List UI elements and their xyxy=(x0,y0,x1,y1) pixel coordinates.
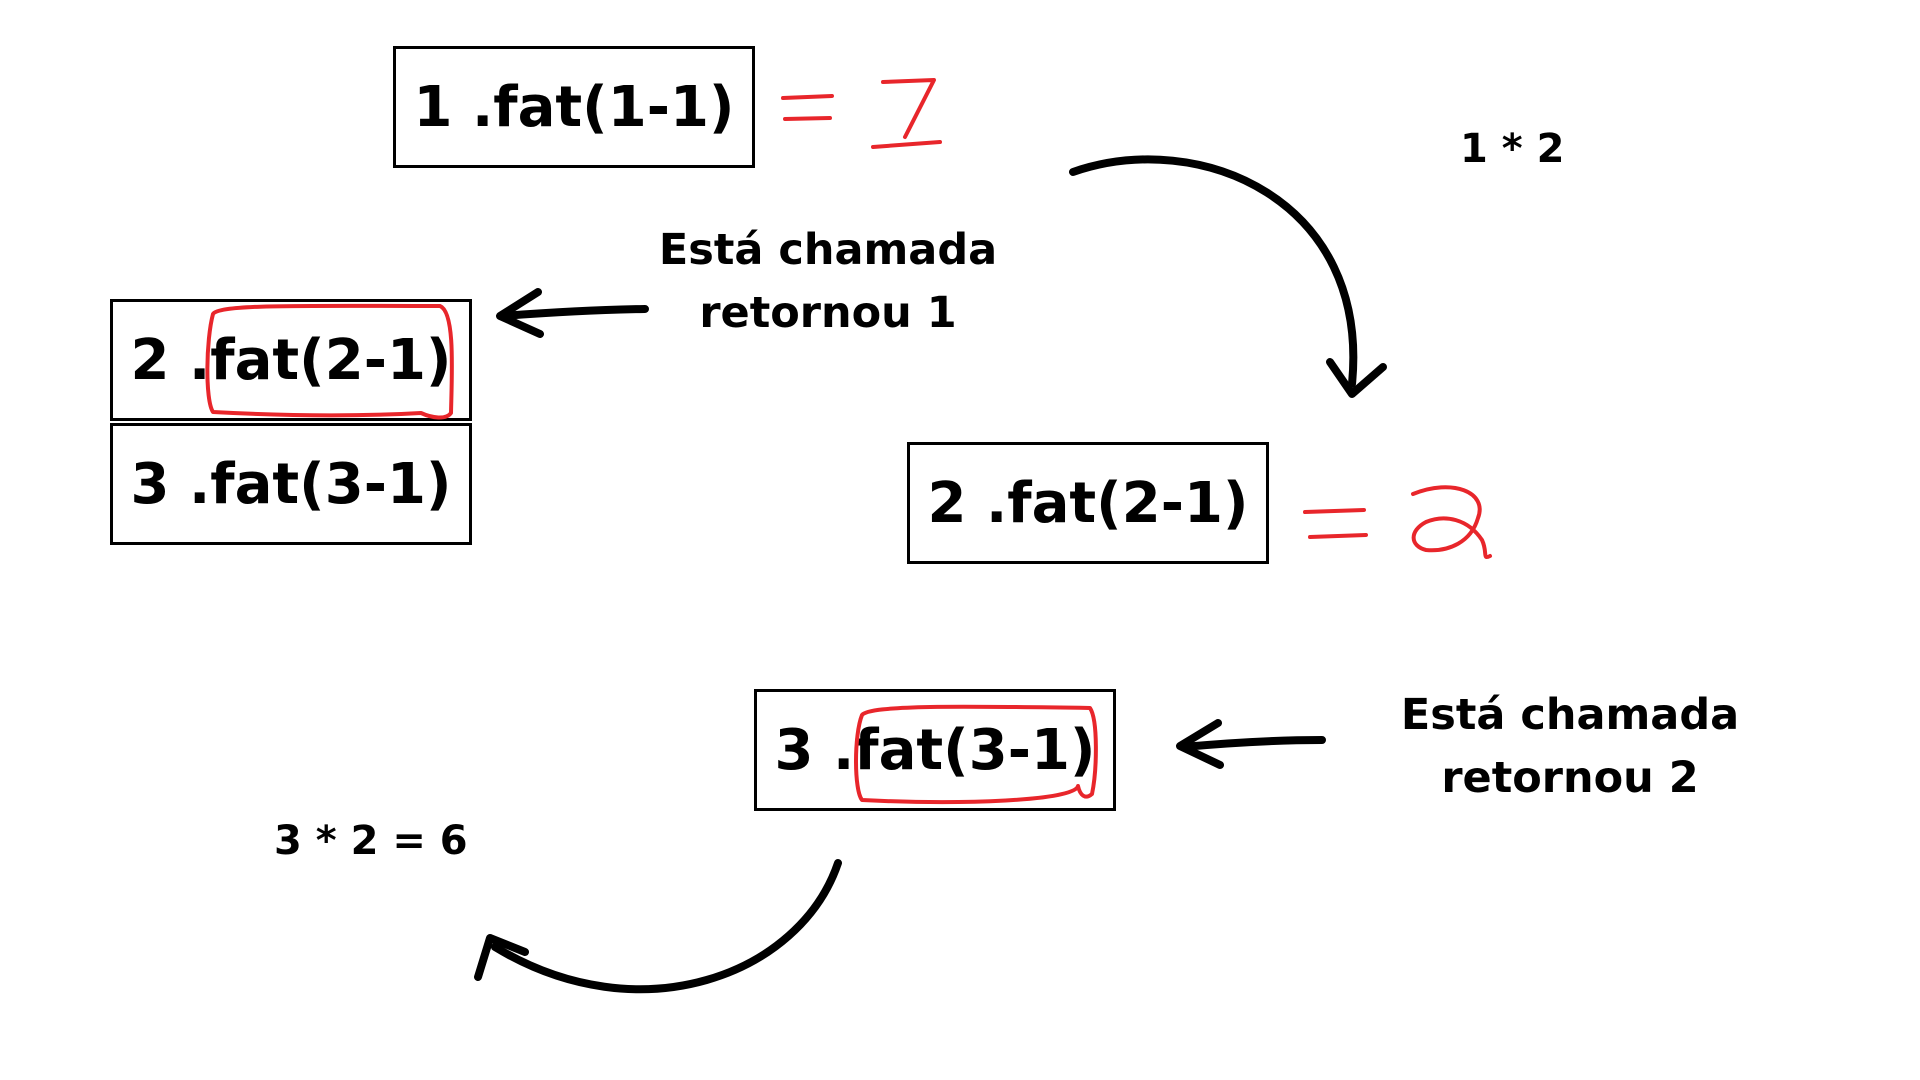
note-returned-1-line2: retornou 1 xyxy=(699,288,957,338)
stack-box-top-content: 2 . fat(2-1) xyxy=(130,328,451,393)
note-returned-2: Está chamada retornou 2 xyxy=(1390,684,1750,810)
arrow-bottom-to-result-head xyxy=(474,934,529,981)
arrow-top-to-middle xyxy=(1069,155,1358,388)
arrow-to-stack-head xyxy=(496,288,544,338)
note-returned-1: Está chamada retornou 1 xyxy=(648,219,1008,345)
stack-box-bottom-content: 3 . fat(3-1) xyxy=(130,452,451,517)
red-one-top xyxy=(881,78,936,139)
note-returned-2-line1: Está chamada xyxy=(1400,690,1740,740)
calc-label-bottom: 3 * 2 = 6 xyxy=(274,818,468,864)
note-returned-2-line2: retornou 2 xyxy=(1441,753,1699,803)
arrow-to-bottom-box-head xyxy=(1176,719,1224,769)
red-equals-middle-b xyxy=(1308,533,1368,539)
note-returned-1-line1: Está chamada xyxy=(658,225,998,275)
stack-box-bottom-prefix: 3 . xyxy=(130,451,211,517)
call-box-middle-content: 2 . fat(2-1) xyxy=(927,471,1248,536)
stack-box-top-prefix: 2 . xyxy=(130,327,211,393)
call-box-bottom-call: fat(3-1) xyxy=(854,717,1096,783)
stack-box-top-call: fat(2-1) xyxy=(210,327,452,393)
red-equals-top-a xyxy=(781,94,834,100)
red-two-middle xyxy=(1411,485,1492,560)
red-equals-middle-a xyxy=(1303,508,1366,514)
arrow-bottom-to-result xyxy=(491,859,842,994)
stack-box-bottom: 3 . fat(3-1) xyxy=(110,423,472,545)
call-box-bottom-content: 3 . fat(3-1) xyxy=(774,718,1095,783)
call-box-top-call: fat(1-1) xyxy=(493,74,735,140)
stack-box-bottom-call: fat(3-1) xyxy=(210,451,452,517)
red-equals-top-b xyxy=(783,116,832,121)
arrow-top-to-middle-head xyxy=(1326,358,1387,398)
stack-box-top: 2 . fat(2-1) xyxy=(110,299,472,421)
call-box-middle: 2 . fat(2-1) xyxy=(907,442,1269,564)
call-box-top-content: 1 . fat(1-1) xyxy=(413,75,734,140)
calc-label-top: 1 * 2 xyxy=(1460,126,1565,172)
call-box-middle-prefix: 2 . xyxy=(927,470,1008,536)
call-box-bottom-prefix: 3 . xyxy=(774,717,855,783)
arrow-to-stack xyxy=(499,305,649,320)
red-one-top-base xyxy=(871,140,942,149)
arrow-to-bottom-box xyxy=(1179,736,1326,751)
call-box-top: 1 . fat(1-1) xyxy=(393,46,755,168)
call-box-bottom: 3 . fat(3-1) xyxy=(754,689,1116,811)
call-box-middle-call: fat(2-1) xyxy=(1007,470,1249,536)
call-box-top-prefix: 1 . xyxy=(413,74,494,140)
